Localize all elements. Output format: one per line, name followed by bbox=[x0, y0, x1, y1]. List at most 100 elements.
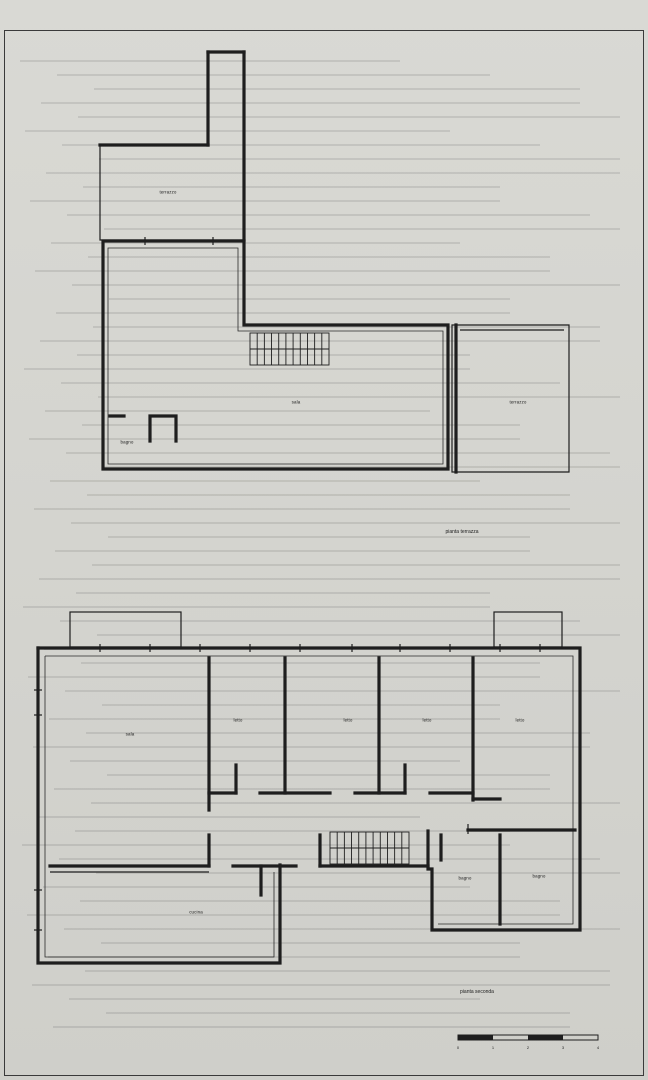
background-text-line bbox=[97, 634, 620, 636]
background-text-line bbox=[35, 270, 550, 272]
background-text-line bbox=[85, 970, 610, 972]
background-text-line bbox=[69, 998, 480, 1000]
background-text-line bbox=[43, 886, 470, 888]
background-text-line bbox=[107, 774, 550, 776]
background-text-line bbox=[87, 494, 570, 496]
background-text-line bbox=[66, 452, 610, 454]
background-text-line bbox=[103, 466, 620, 468]
background-text-line bbox=[62, 144, 540, 146]
background-text-line bbox=[54, 788, 550, 790]
room-label-bed-3: letto bbox=[422, 717, 432, 723]
scale-label: 0 bbox=[456, 1045, 460, 1050]
background-text-line bbox=[70, 760, 460, 762]
background-text-line bbox=[98, 396, 620, 398]
room-label-bath-1: bagno bbox=[458, 875, 472, 881]
background-text-line bbox=[27, 914, 560, 916]
background-text-line bbox=[41, 102, 580, 104]
background-text-line bbox=[29, 438, 520, 440]
lower-inner-wall bbox=[45, 655, 574, 925]
room-label-bed-4: letto bbox=[515, 717, 525, 723]
balcony-left bbox=[69, 611, 182, 648]
background-text-line bbox=[61, 382, 560, 384]
background-text-line bbox=[67, 214, 590, 216]
room-label-terrace-right: terrazzo bbox=[509, 399, 527, 405]
balcony-right bbox=[493, 611, 563, 648]
background-text-line bbox=[88, 256, 550, 258]
background-text-line bbox=[23, 606, 490, 608]
background-text-line bbox=[65, 690, 620, 692]
scale-label: 2 bbox=[526, 1045, 530, 1050]
scale-bar bbox=[457, 1034, 599, 1041]
background-text-line bbox=[45, 410, 430, 412]
background-text-line bbox=[38, 816, 420, 818]
background-text-line bbox=[55, 550, 530, 552]
room-label-kitchen: cucina bbox=[189, 909, 203, 915]
background-text-line bbox=[71, 522, 620, 524]
background-text-line bbox=[39, 578, 620, 580]
upper-outer-wall bbox=[101, 239, 450, 471]
background-text-line bbox=[93, 326, 600, 328]
background-text-line bbox=[81, 662, 540, 664]
background-text-line bbox=[94, 88, 580, 90]
background-text-line bbox=[60, 620, 580, 622]
background-text-line bbox=[82, 424, 520, 426]
background-text-line bbox=[25, 130, 450, 132]
background-text-line bbox=[64, 928, 620, 930]
lower-inner-wall bbox=[44, 656, 275, 958]
background-text-line bbox=[76, 592, 490, 594]
background-text-line bbox=[57, 74, 490, 76]
background-text-line bbox=[59, 858, 600, 860]
background-text-line bbox=[86, 732, 590, 734]
background-text-line bbox=[80, 900, 560, 902]
background-text-line bbox=[91, 802, 620, 804]
background-text-line bbox=[96, 872, 620, 874]
background-text-line bbox=[75, 830, 510, 832]
background-text-line bbox=[78, 116, 620, 118]
background-text-line bbox=[53, 1026, 570, 1028]
background-text-line bbox=[22, 844, 510, 846]
room-label-bed-2: letto bbox=[343, 717, 353, 723]
scale-label: 1 bbox=[491, 1045, 495, 1050]
room-label-main: sala bbox=[291, 399, 301, 405]
drawing-frame bbox=[4, 30, 644, 1076]
room-label-living: sala bbox=[125, 731, 135, 737]
lower-outer-wall bbox=[36, 646, 582, 932]
background-text-line bbox=[20, 60, 400, 62]
upper-inner-wall bbox=[107, 247, 444, 465]
room-label-terrace-top: terrazzo bbox=[159, 189, 177, 195]
background-text-line bbox=[24, 368, 470, 370]
background-text-line bbox=[108, 536, 530, 538]
background-text-line bbox=[109, 298, 510, 300]
background-text-line bbox=[48, 956, 520, 958]
background-text-line bbox=[40, 340, 600, 342]
caption-lower-floor: pianta seconda bbox=[460, 989, 494, 995]
background-text-line bbox=[102, 704, 500, 706]
background-text-line bbox=[92, 564, 620, 566]
caption-upper-floor: pianta terrazza bbox=[445, 529, 479, 535]
background-text-line bbox=[106, 1012, 570, 1014]
background-text-line bbox=[33, 746, 590, 748]
room-label-bath-2: bagno bbox=[532, 873, 546, 879]
background-text-line bbox=[99, 158, 620, 160]
window-marks bbox=[99, 644, 541, 652]
lower-outer-wall bbox=[36, 646, 282, 965]
background-text-line bbox=[50, 480, 480, 482]
scale-label: 3 bbox=[561, 1045, 565, 1050]
background-text-line bbox=[30, 200, 500, 202]
background-text-line bbox=[104, 228, 620, 230]
background-text-line bbox=[56, 312, 510, 314]
background-text-line bbox=[51, 242, 460, 244]
terrace-right-outline bbox=[451, 324, 570, 473]
background-text-line bbox=[77, 354, 470, 356]
background-text-line bbox=[46, 172, 620, 174]
background-text-line bbox=[83, 186, 500, 188]
background-text-line bbox=[101, 942, 520, 944]
background-text-line bbox=[32, 984, 610, 986]
background-text-line bbox=[72, 284, 620, 286]
bath-partition bbox=[148, 414, 178, 443]
background-text-line bbox=[49, 718, 500, 720]
background-text-line bbox=[34, 508, 570, 510]
room-label-bed-1: letto bbox=[233, 717, 243, 723]
